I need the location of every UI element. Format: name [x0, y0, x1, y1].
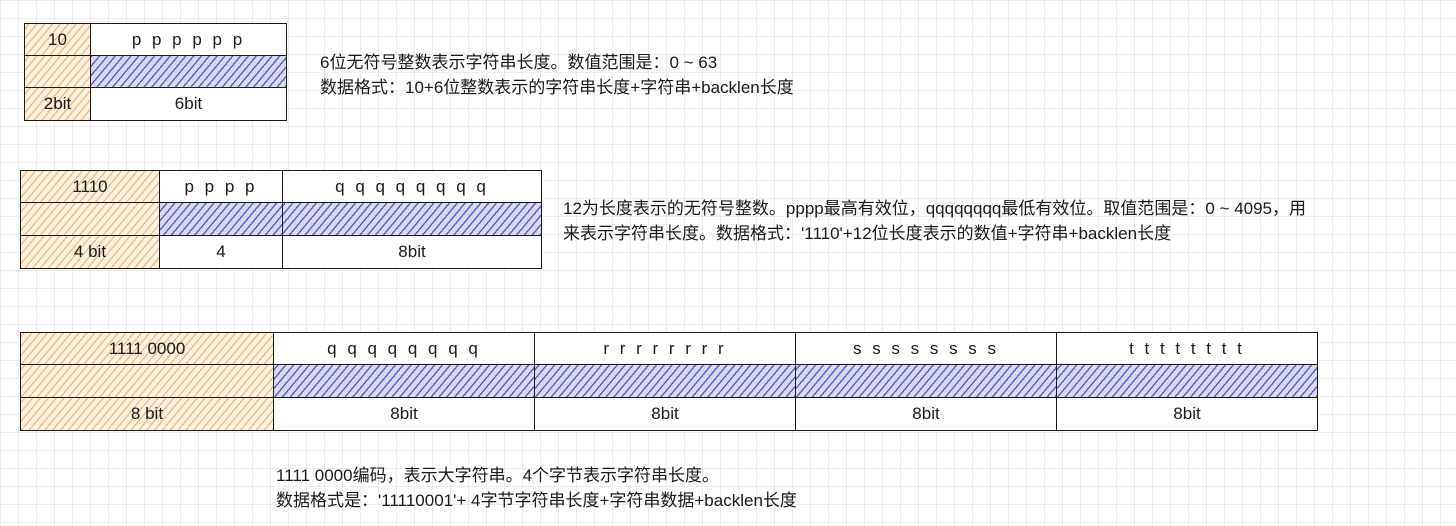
byte-s-hatch: [796, 365, 1057, 398]
byte-t-cell: t t t t t t t t: [1057, 333, 1317, 366]
byte-q-cell: q q q q q q q q: [274, 333, 535, 366]
note-line: 数据格式：10+6位整数表示的字符串长度+字符串+backlen长度: [320, 78, 794, 97]
diagram2-note: 12为长度表示的无符号整数。pppp最高有效位，qqqqqqqq最低有效位。取值…: [563, 196, 1306, 246]
byte-s-cell: s s s s s s s s: [796, 333, 1057, 366]
diagram3-note: 1111 0000编码，表示大字符串。4个字节表示字符串长度。 数据格式是：'1…: [276, 463, 797, 513]
note-line: 12为长度表示的无符号整数。pppp最高有效位，qqqqqqqq最低有效位。取值…: [563, 199, 1307, 218]
prefix-hatch: [21, 203, 160, 236]
byte-r-hatch: [535, 365, 796, 398]
diagram-6bit-encoding: 10 p p p p p p 2bit 6bit: [24, 23, 287, 121]
diagram-32bit-encoding: 1111 0000 q q q q q q q q r r r r r r r …: [20, 332, 1318, 431]
diagram-12bit-encoding: 1110 p p p p q q q q q q q q 4 bit 4 8bi…: [20, 170, 542, 269]
byte-r-size: 8bit: [535, 397, 796, 430]
low-bits-size: 8bit: [283, 235, 541, 268]
low-bits-hatch: [283, 203, 541, 236]
high-bits-hatch: [160, 203, 283, 236]
prefix-cell: 1111 0000: [21, 333, 274, 366]
note-line: 数据格式是：'11110001'+ 4字节字符串长度+字符串数据+backlen…: [276, 491, 797, 510]
payload-hatch: [91, 56, 286, 88]
prefix-cell: 1110: [21, 171, 160, 204]
note-line: 来表示字符串长度。数据格式：'1110'+12位长度表示的数值+字符串+back…: [563, 224, 1172, 243]
high-bits-cell: p p p p: [160, 171, 283, 204]
byte-r-cell: r r r r r r r r: [535, 333, 796, 366]
prefix-hatch: [25, 56, 91, 88]
prefix-size: 2bit: [25, 88, 91, 120]
byte-t-size: 8bit: [1057, 397, 1317, 430]
payload-cell: p p p p p p: [91, 24, 286, 56]
note-line: 6位无符号整数表示字符串长度。数值范围是：0 ~ 63: [320, 53, 718, 72]
note-line: 1111 0000编码，表示大字符串。4个字节表示字符串长度。: [276, 466, 720, 485]
prefix-cell: 10: [25, 24, 91, 56]
prefix-size: 4 bit: [21, 235, 160, 268]
payload-size: 6bit: [91, 88, 286, 120]
byte-q-size: 8bit: [274, 397, 535, 430]
diagram1-note: 6位无符号整数表示字符串长度。数值范围是：0 ~ 63 数据格式：10+6位整数…: [320, 50, 794, 100]
byte-q-hatch: [274, 365, 535, 398]
low-bits-cell: q q q q q q q q: [283, 171, 541, 204]
prefix-size: 8 bit: [21, 397, 274, 430]
byte-t-hatch: [1057, 365, 1317, 398]
byte-s-size: 8bit: [796, 397, 1057, 430]
high-bits-size: 4: [160, 235, 283, 268]
prefix-hatch: [21, 365, 274, 398]
